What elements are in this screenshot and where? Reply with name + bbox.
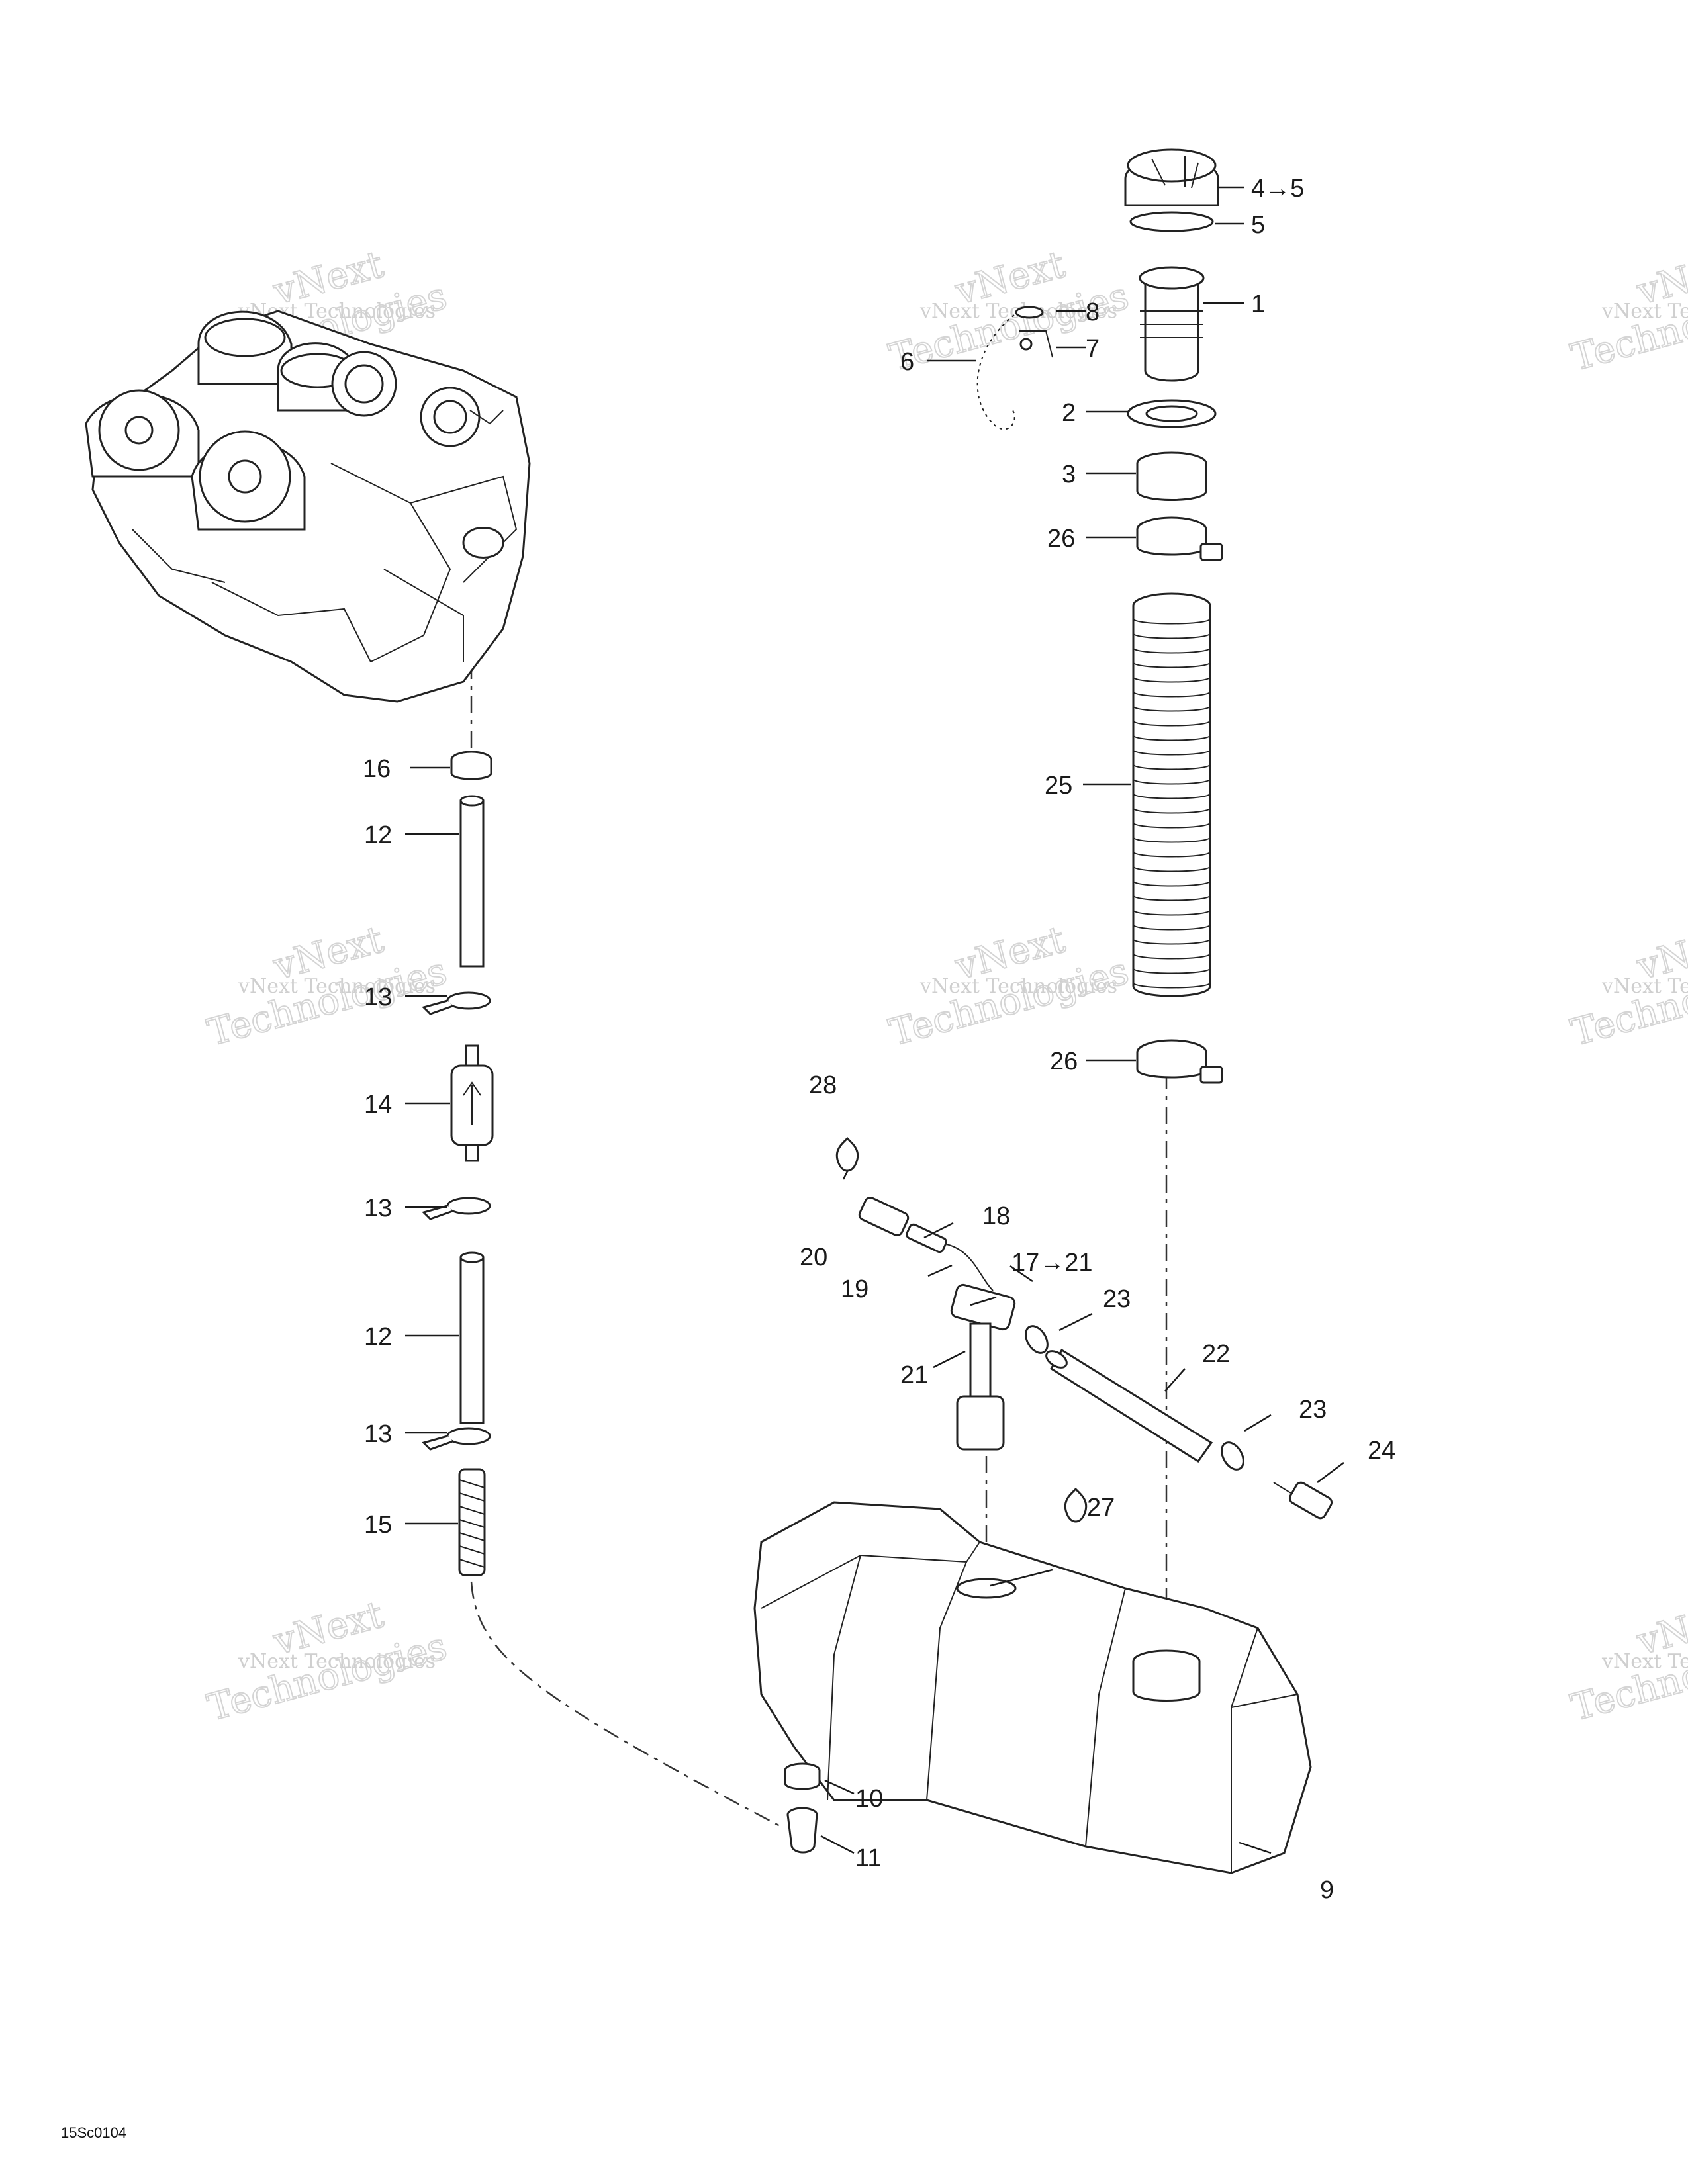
part-16-clamp xyxy=(450,751,492,780)
part-23-clamp-upper xyxy=(1025,1325,1049,1354)
callout-26-lower: 26 xyxy=(1050,1048,1078,1075)
part-3-nut xyxy=(1136,451,1207,501)
callout-3: 3 xyxy=(1062,461,1076,488)
svg-text:vNext: vNext xyxy=(1632,1593,1688,1664)
callout-11: 11 xyxy=(855,1844,881,1872)
callout-5: 5 xyxy=(1251,211,1265,239)
part-1-filler-neck xyxy=(1139,266,1205,382)
svg-text:vNext: vNext xyxy=(1632,243,1688,314)
callout-1: 1 xyxy=(1251,291,1265,318)
callout-13-lower: 13 xyxy=(364,1420,392,1448)
part-4-fuel-cap xyxy=(1124,148,1219,206)
part-26-clamp-lower xyxy=(1136,1039,1223,1084)
engine-assembly xyxy=(85,310,531,703)
part-14-fuel-filter xyxy=(450,1044,494,1162)
callout-22: 22 xyxy=(1202,1340,1230,1368)
svg-text:vNext Technologies: vNext Technologies xyxy=(1601,1650,1688,1673)
sender-vent-parts xyxy=(835,1136,1333,1523)
callout-17-to-21: 17→21 xyxy=(1011,1249,1093,1277)
callout-12-upper: 12 xyxy=(364,821,392,849)
part-13-clamp-lower xyxy=(422,1427,491,1451)
callout-8: 8 xyxy=(1086,298,1100,326)
callout-23-lower: 23 xyxy=(1299,1396,1327,1424)
callout-15: 15 xyxy=(364,1511,392,1539)
callout-7: 7 xyxy=(1086,335,1100,363)
callout-19: 19 xyxy=(841,1275,868,1303)
callout-24: 24 xyxy=(1368,1437,1395,1465)
callout-18: 18 xyxy=(982,1203,1010,1230)
callout-26-upper: 26 xyxy=(1047,525,1075,553)
svg-text:vNext: vNext xyxy=(1632,918,1688,989)
svg-text:vNext Technologies: vNext Technologies xyxy=(1601,300,1688,323)
part-6-7-8-tether xyxy=(976,306,1053,430)
callout-16: 16 xyxy=(363,755,391,783)
callout-14: 14 xyxy=(364,1091,392,1118)
part-22-vent-hose xyxy=(1045,1348,1213,1463)
svg-text:vNext Technologies: vNext Technologies xyxy=(1601,975,1688,998)
svg-text:vNext Technologies: vNext Technologies xyxy=(238,975,436,998)
callout-23-upper: 23 xyxy=(1103,1285,1131,1313)
part-12-hose-lower xyxy=(459,1251,485,1424)
part-5-o-ring xyxy=(1129,211,1214,232)
svg-text:vNext Technologies: vNext Technologies xyxy=(238,1650,436,1673)
callout-13-upper: 13 xyxy=(364,983,392,1011)
part-15-spring xyxy=(458,1468,486,1576)
part-28-drop-icon xyxy=(835,1136,859,1172)
part-9-fuel-tank xyxy=(753,1501,1312,1874)
part-24-valve xyxy=(1273,1481,1333,1520)
leader-lines xyxy=(405,186,1344,1854)
part-21-fuel-sender xyxy=(950,1283,1016,1451)
part-11-outlet-fitting xyxy=(786,1807,818,1854)
part-20-connector xyxy=(858,1197,910,1236)
callout-12-lower: 12 xyxy=(364,1323,392,1351)
callouts: 4→5 5 1 8 7 6 2 3 26 25 26 16 12 13 14 1… xyxy=(363,175,1395,1904)
callout-6: 6 xyxy=(900,348,914,376)
part-19-connector xyxy=(906,1223,947,1253)
part-13-clamp-upper xyxy=(422,991,491,1015)
callout-10: 10 xyxy=(855,1785,883,1813)
left-fuel-line-parts xyxy=(422,751,494,1576)
part-23-clamp-lower xyxy=(1221,1441,1244,1471)
watermark-mid-left: vNext Technologies vNext Technologies xyxy=(203,917,452,1055)
part-10-grommet xyxy=(784,1762,821,1790)
drawing-code: 15Sc0104 xyxy=(61,2124,126,2141)
callout-27: 27 xyxy=(1087,1494,1115,1522)
callout-25: 25 xyxy=(1045,772,1072,799)
callout-13-mid: 13 xyxy=(364,1195,392,1222)
watermark-mid-center: vNext Technologies vNext Technologies xyxy=(884,917,1134,1055)
part-13-clamp-mid xyxy=(422,1197,491,1220)
callout-28: 28 xyxy=(809,1071,837,1099)
callout-9: 9 xyxy=(1320,1876,1334,1904)
watermark-top-right: vNext Technologies vNext Technologies xyxy=(1566,242,1688,380)
tank-filler-neck xyxy=(1132,1649,1201,1702)
part-2-gasket xyxy=(1127,399,1217,428)
part-18-wire xyxy=(946,1244,994,1291)
callout-2: 2 xyxy=(1062,399,1076,427)
centerline-to-outlet xyxy=(470,1581,782,1828)
watermark-bottom-left: vNext Technologies vNext Technologies xyxy=(203,1592,452,1730)
part-26-clamp-upper xyxy=(1136,516,1223,561)
part-27-drop-icon xyxy=(1064,1487,1088,1523)
part-12-hose-upper xyxy=(459,795,485,968)
filler-neck-parts xyxy=(976,148,1223,1084)
callout-20: 20 xyxy=(800,1244,827,1271)
svg-text:vNext Technologies: vNext Technologies xyxy=(919,975,1117,998)
callout-21: 21 xyxy=(900,1361,928,1389)
watermark-mid-right: vNext Technologies vNext Technologies xyxy=(1566,917,1688,1055)
callout-4-to-5: 4→5 xyxy=(1251,175,1304,203)
bellows-ribs xyxy=(1133,618,1211,989)
watermark-bottom-right: vNext Technologies vNext Technologies xyxy=(1566,1592,1688,1730)
part-25-bellows-hose xyxy=(1132,592,1211,997)
